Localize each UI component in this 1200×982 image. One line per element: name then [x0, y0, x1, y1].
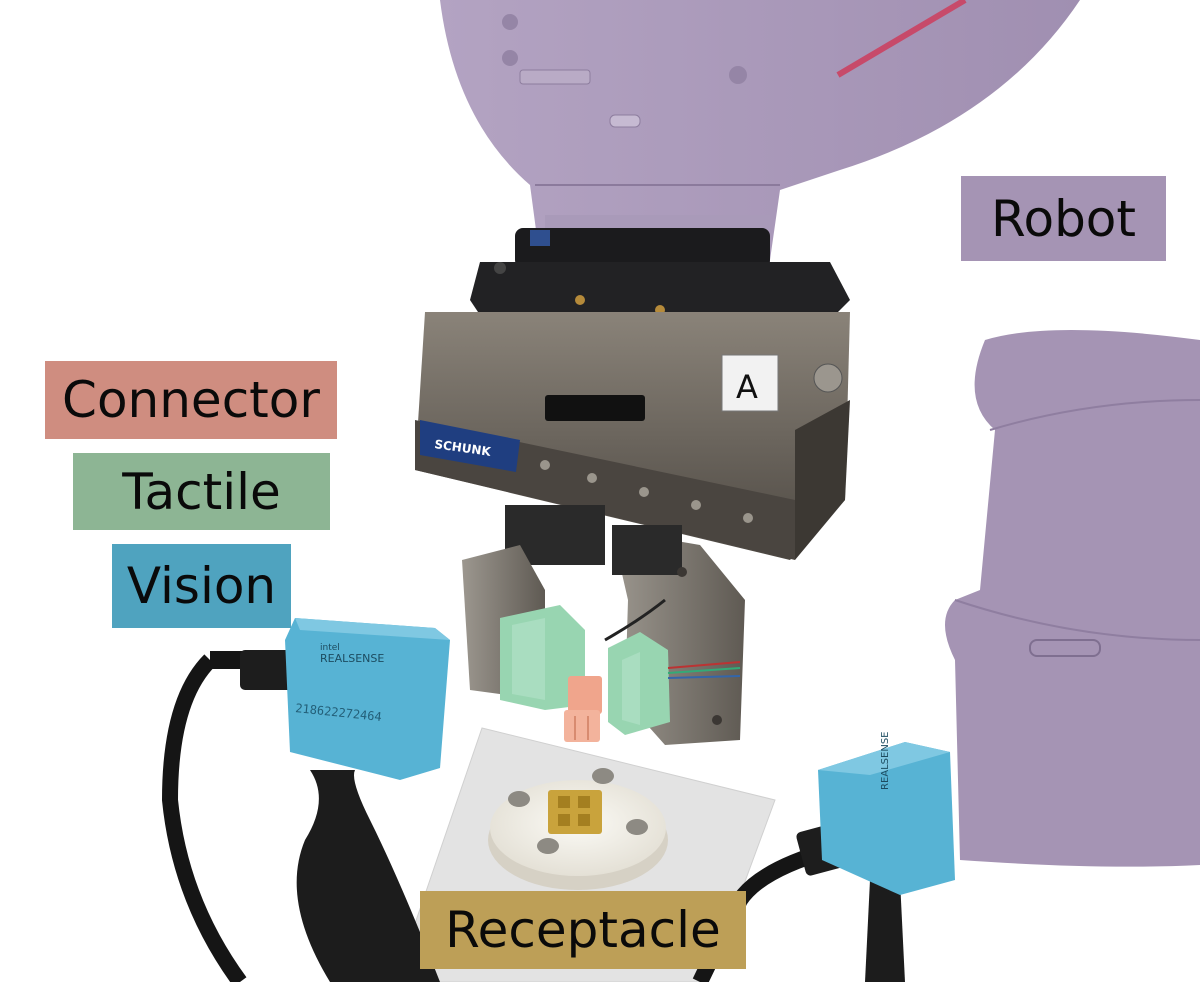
- connector-plug: [564, 676, 602, 742]
- receptacle-fixture: [488, 768, 668, 890]
- robot-base: [945, 330, 1200, 867]
- tactile-sensor: [500, 598, 741, 735]
- parallel-gripper: SCHUNK A: [415, 312, 850, 560]
- camera-brand-right: REALSENSE: [880, 732, 891, 791]
- label-connector: Connector: [45, 361, 337, 439]
- label-receptacle: Receptacle: [420, 891, 746, 969]
- label-robot: Robot: [961, 176, 1166, 261]
- camera-brand: REALSENSE: [320, 652, 384, 665]
- camera-brand-top: intel: [320, 643, 340, 653]
- gripper-tag: A: [736, 368, 758, 406]
- label-vision: Vision: [112, 544, 291, 628]
- label-tactile: Tactile: [73, 453, 330, 530]
- realsense-camera-left: intel REALSENSE 218622272464: [161, 618, 450, 982]
